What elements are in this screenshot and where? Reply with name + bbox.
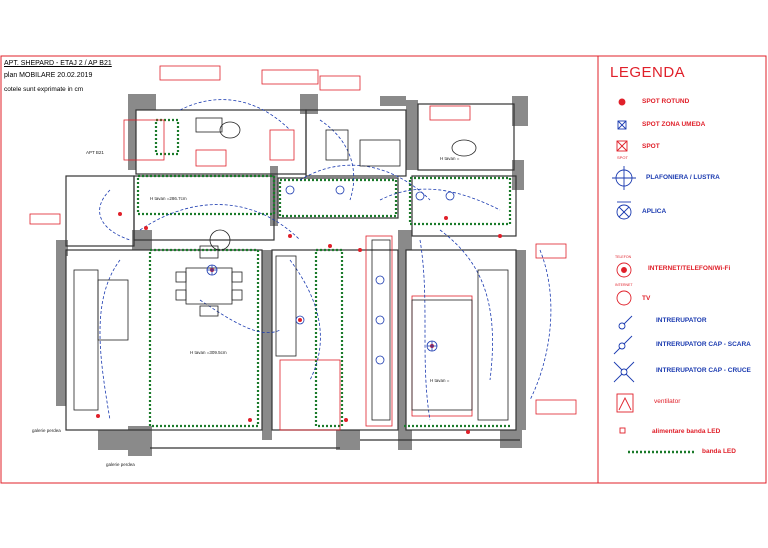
kitchen-counter [275, 255, 297, 357]
legend-label-round-spot: SPOT ROTUND [642, 98, 690, 105]
red-symbols [96, 212, 502, 434]
curtain-label-2: galerie perdea [106, 462, 135, 467]
bathtub [359, 139, 401, 167]
annotation-boxes [29, 65, 577, 431]
room-label-bedroom: H tavan = [430, 378, 450, 383]
legend-label-tv: TV [642, 295, 651, 302]
legend-frame [597, 55, 767, 484]
spot-icon [616, 140, 628, 152]
legend-label-spot: SPOT [642, 143, 660, 150]
internet-caption: INTERNET [615, 283, 633, 287]
drawing-frame [0, 55, 599, 484]
legend-icons: SPOT TELEFON INTERNET [612, 98, 694, 454]
room-label-living: H tavan =309.5cm [190, 350, 227, 355]
legend-label-wet-spot: SPOT ZONA UMEDA [642, 121, 706, 128]
legend-label-internet: INTERNET/TELEFON/Wi-Fi [648, 265, 731, 272]
sofa [73, 269, 99, 411]
legend-label-led-feed: alimentare banda LED [652, 428, 721, 435]
ceiling-light-icon [612, 166, 636, 190]
interior-walls [65, 103, 520, 449]
legend-title: LEGENDA [610, 64, 686, 81]
legend-label-stair-switch: INTRERUPATOR CAP - SCARA [656, 341, 751, 348]
switch-icon [618, 315, 633, 330]
project-title: APT. SHEPARD - ETAJ 2 / AP B21 [4, 60, 112, 67]
plan-subtitle: plan MOBILARE 20.02.2019 [4, 72, 93, 79]
units-note: cotele sunt exprimate in cm [4, 86, 84, 93]
room-labels: H tavan =286.7cm H tavan =309.5cm H tava… [32, 150, 460, 467]
legend-label-fan: ventilator [654, 398, 681, 405]
wardrobe [371, 239, 391, 421]
bed [411, 299, 473, 411]
wall-lamp-icon [616, 201, 632, 220]
legend-label-switch: INTRERUPATOR [656, 317, 707, 324]
curtain-label-1: galerie perdea [32, 428, 61, 433]
led-strips [136, 118, 512, 428]
legend-label-wall-lamp: APLICA [642, 208, 667, 215]
legend-label-ceiling-light: PLAFONIERA / LUSTRA [646, 174, 720, 181]
fan-icon [616, 393, 634, 413]
wiring [99, 99, 552, 421]
spot-caption: SPOT [617, 155, 628, 160]
furniture [73, 117, 509, 421]
led-feed-icon [619, 427, 626, 434]
dining-table [185, 267, 233, 305]
tv-socket-icon [616, 290, 632, 306]
walls [56, 94, 528, 456]
legend-label-led-strip: banda LED [702, 448, 736, 455]
wet-zone-spot-icon [617, 120, 627, 130]
room-label-hall: H tavan =286.7cm [150, 196, 187, 201]
cross-switch-icon [613, 361, 635, 383]
room-label-bath: H tavan = [440, 156, 460, 161]
round-spot-icon [618, 98, 626, 106]
phone-caption: TELEFON [615, 255, 632, 259]
apt-label: APT B21 [86, 150, 104, 155]
blue-light-symbols [206, 185, 455, 365]
stair-switch-icon [613, 335, 633, 355]
internet-phone-wifi-icon [616, 262, 632, 278]
legend-label-cross-switch: INTRERUPATOR CAP - CRUCE [656, 367, 751, 374]
